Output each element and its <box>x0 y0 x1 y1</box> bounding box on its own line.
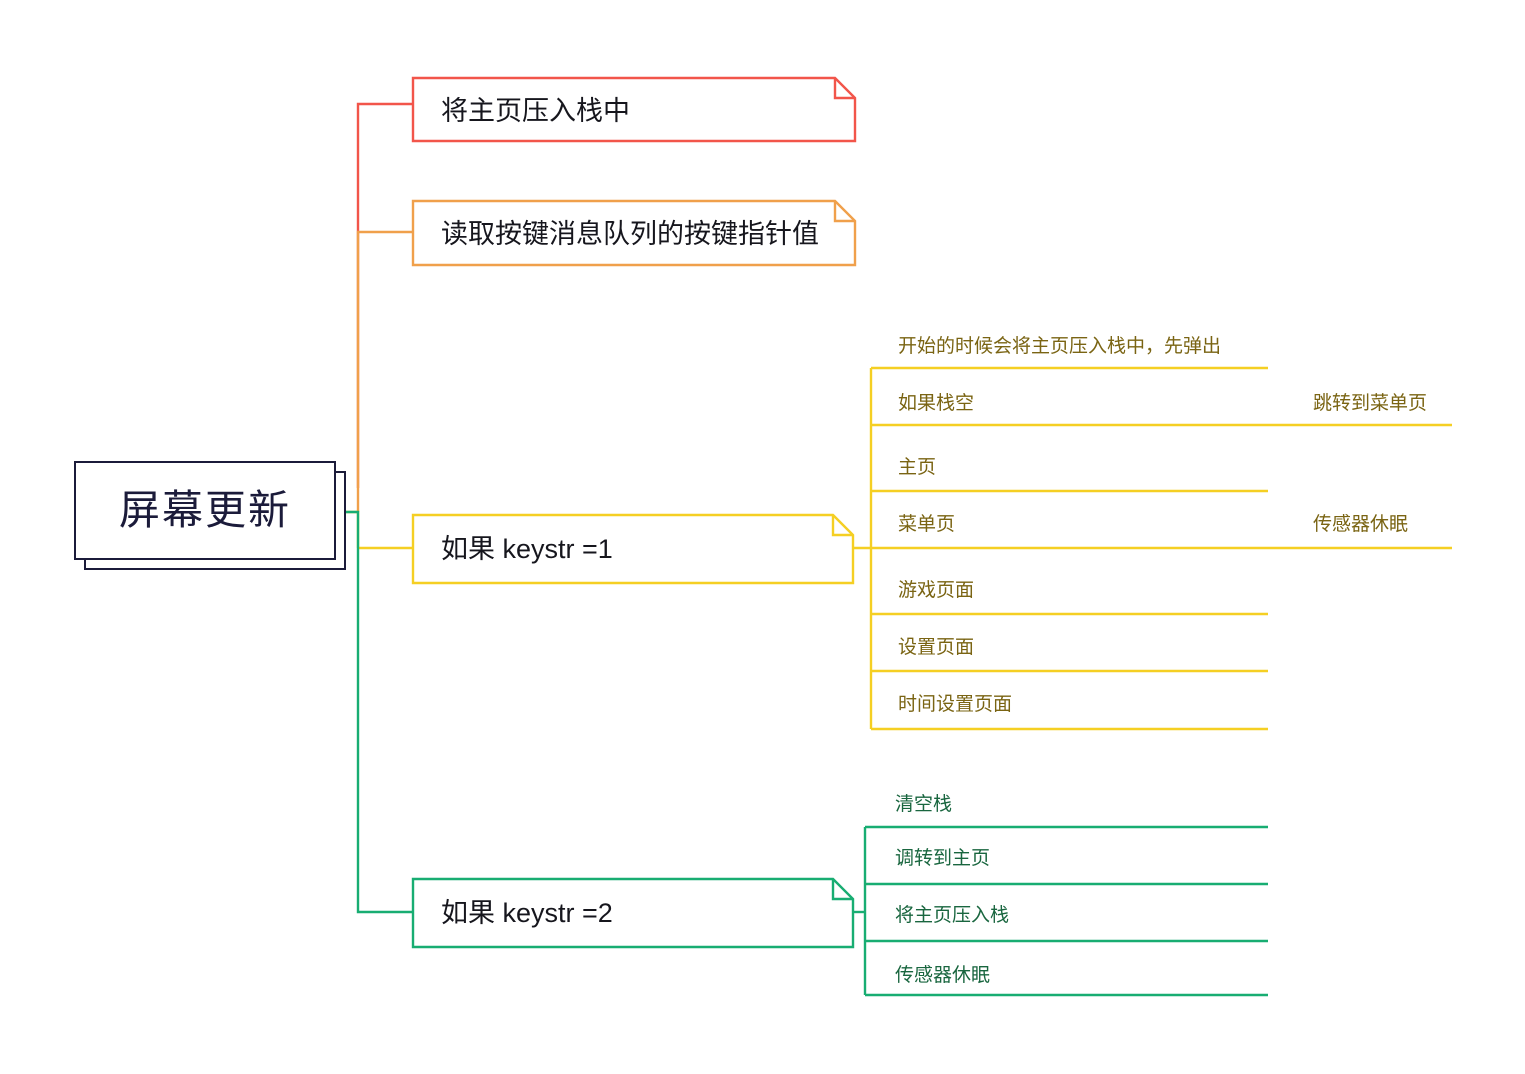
node-label-clear-stack[interactable]: 清空栈 <box>895 794 953 815</box>
node-label-keystr-2: 如果 keystr =2 <box>441 898 613 928</box>
connector-green-subtree <box>853 825 1268 997</box>
connector-red <box>356 102 412 488</box>
node-label-game[interactable]: 游戏页面 <box>898 580 975 601</box>
node-box-keystr-1[interactable] <box>411 513 855 585</box>
node-label-home[interactable]: 主页 <box>898 457 937 478</box>
connector-yellow-subtree <box>853 366 1268 731</box>
node-label-start-push[interactable]: 开始的时候会将主页压入栈中，先弹出 <box>898 336 1222 357</box>
node-box-read-key[interactable] <box>411 199 857 267</box>
root-node-label: 屏幕更新 <box>119 487 291 533</box>
node-label-settings[interactable]: 设置页面 <box>898 637 975 658</box>
node-label-sensor-sleep-2[interactable]: 传感器休眠 <box>895 965 991 986</box>
connector-yellow <box>340 510 412 550</box>
connector-orange <box>356 230 412 512</box>
connector-green <box>338 510 412 914</box>
node-label-keystr-1: 如果 keystr =1 <box>441 534 613 564</box>
node-label-push-home: 将主页压入栈中 <box>441 96 630 126</box>
node-box-keystr-2[interactable] <box>411 877 855 949</box>
root-node[interactable]: 屏幕更新 <box>74 461 336 560</box>
node-label-goto-menu[interactable]: 跳转到菜单页 <box>1313 393 1428 414</box>
node-label-time-settings[interactable]: 时间设置页面 <box>898 694 1013 715</box>
node-label-sensor-sleep-1[interactable]: 传感器休眠 <box>1313 514 1409 535</box>
node-label-read-key: 读取按键消息队列的按键指针值 <box>441 219 819 249</box>
node-label-stack-empty[interactable]: 如果栈空 <box>898 393 975 414</box>
node-label-menu[interactable]: 菜单页 <box>898 514 956 535</box>
node-box-push-home[interactable] <box>411 76 857 143</box>
node-label-goto-home[interactable]: 调转到主页 <box>895 848 991 869</box>
connector-yellow-level4 <box>1268 423 1452 550</box>
node-label-push-home-3[interactable]: 将主页压入栈 <box>895 905 1010 926</box>
